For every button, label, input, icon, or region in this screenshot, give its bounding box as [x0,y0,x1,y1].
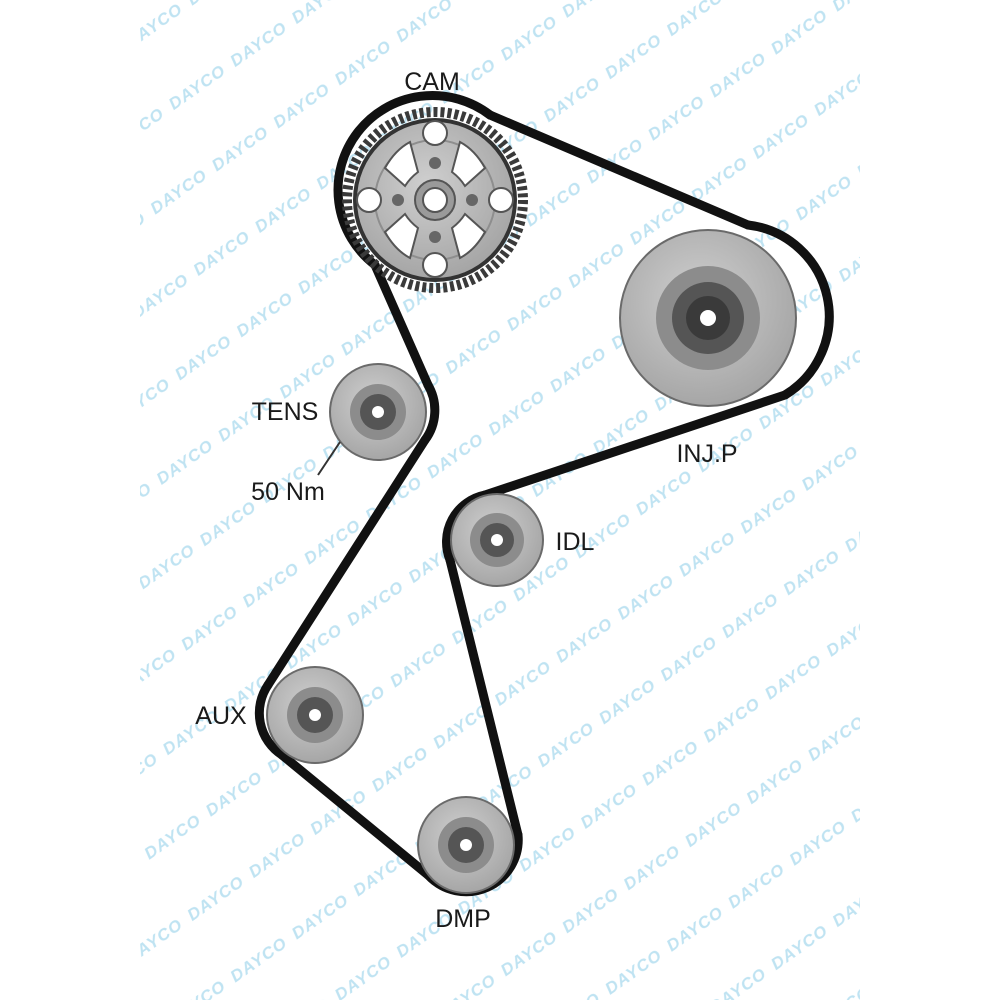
label-aux: AUX [195,702,247,730]
belt-idl-dmp-span [445,555,523,840]
injp-bore [700,310,716,326]
belt-injp-idl-span [480,390,790,500]
cam-bolt-right [466,194,478,206]
damper-pulley [417,796,515,894]
belt-tens-wrap [420,380,440,445]
belt-idl-wrap [442,490,490,565]
label-idl: IDL [556,528,595,556]
cam-hole-bottom [422,252,448,278]
aux-bore [309,709,321,721]
cam-window-bl [383,212,420,260]
tens-bore [372,406,384,418]
cam-window-tl [383,140,420,188]
dmp-bore [460,839,472,851]
belt-aux-wrap [254,680,287,760]
belt-aux-tens-span [263,435,430,690]
torque-leader-line [317,441,341,476]
label-cam: CAM [404,68,460,96]
injection-pump-pulley [619,229,797,407]
cam-hole-left [356,187,382,213]
belt-dmp-aux-span [277,750,433,880]
label-torque: 50 Nm [251,478,325,506]
timing-belt [254,91,834,897]
idler-pulley [450,493,544,587]
cam-window-tr [450,140,487,188]
cam-hole-right [488,187,514,213]
tensioner-pulley [329,363,427,461]
label-tens: TENS [252,398,319,426]
belt-injp-wrap [743,220,834,400]
cam-bolt-bottom [429,231,441,243]
label-injp: INJ.P [676,440,737,468]
cam-bolt-left [392,194,404,206]
cam-bolt-top [429,157,441,169]
auxiliary-pulley [266,666,364,764]
belt-tens-cam-span [370,260,433,390]
cam-hole-top [422,120,448,146]
belt-cam-injp-span [485,110,753,230]
cam-bore [422,187,448,213]
cam-sprocket-teeth [342,107,528,293]
label-dmp: DMP [435,905,491,933]
cam-sprocket [342,107,528,293]
idl-bore [491,534,503,546]
cam-window-br [450,212,487,260]
